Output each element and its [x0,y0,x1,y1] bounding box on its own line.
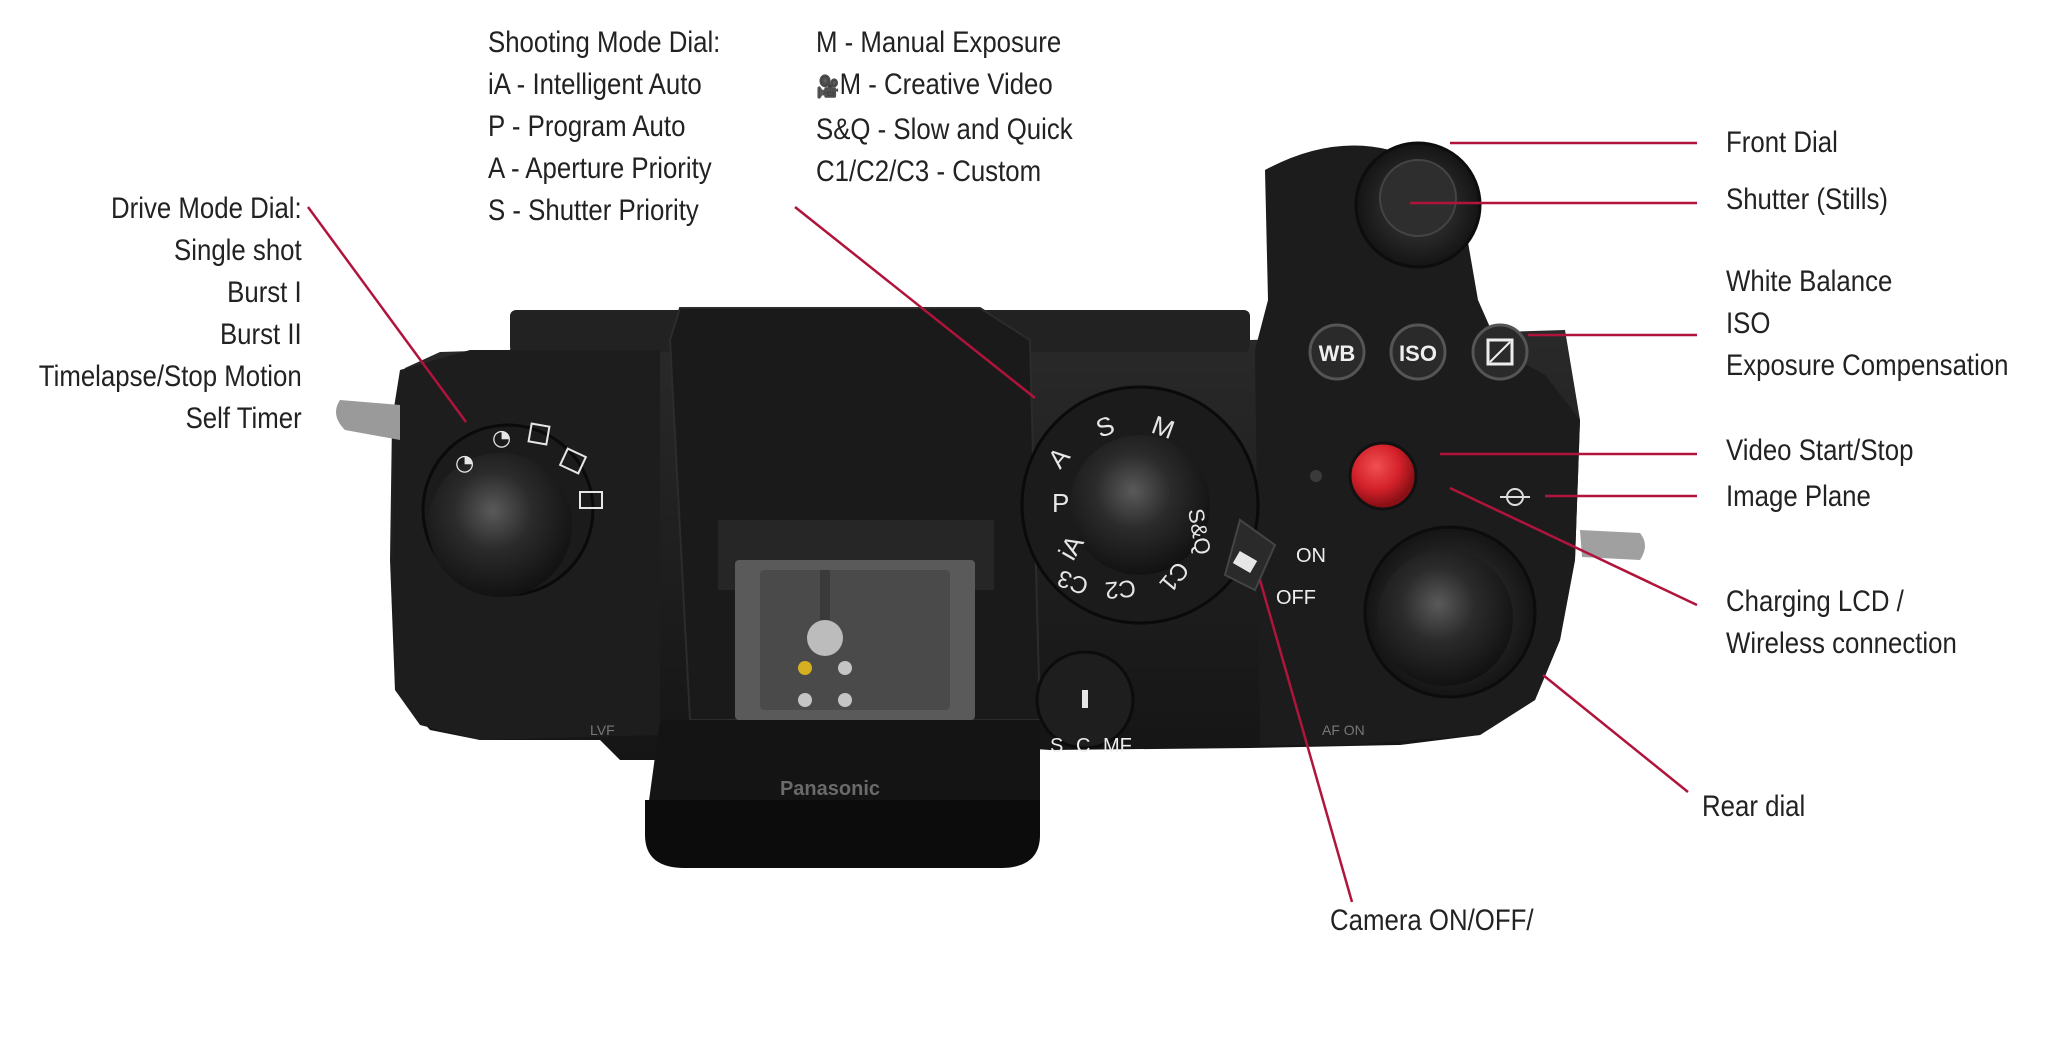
status-lamp [1310,470,1322,482]
drive-mode-burst2: Burst II [220,318,302,351]
focus-mode-s: S [1050,735,1063,757]
mode-mark-p: P [1052,488,1069,518]
creative-video-text: M - Creative Video [839,68,1053,101]
shooting-mode-sq: S&Q - Slow and Quick [816,113,1073,146]
drive-mode-burst1: Burst I [227,276,302,309]
shooting-mode-a: A - Aperture Priority [488,152,712,185]
iso-button[interactable] [1389,323,1447,381]
wb-button[interactable] [1308,323,1366,381]
power-label: Camera ON/OFF/ [1330,904,1534,937]
iso-label: ISO [1726,307,1771,340]
af-on-label: AF ON [1322,722,1365,738]
shooting-mode-col2: M - Manual Exposure 🎥M - Creative Video … [816,22,1073,193]
shooting-mode-s: S - Shutter Priority [488,194,699,227]
rear-dial-label: Rear dial [1702,790,1806,823]
drive-mode-timelapse: Timelapse/Stop Motion [39,360,302,393]
power-off-label: OFF [1276,587,1316,609]
image-plane-label: Image Plane [1726,480,1871,513]
power-on-label: ON [1296,545,1326,567]
drive-mark-burst2 [558,447,588,475]
brand-logo: Panasonic [780,778,880,800]
video-label: Video Start/Stop [1726,434,1914,467]
strap-lug-right [1580,530,1645,560]
charging-label: Charging LCD / Wireless connection [1726,581,1957,665]
wb-button-label: WB [1319,341,1356,366]
drive-mark-single [579,491,603,509]
exposure-comp-label: Exposure Compensation [1726,349,2009,382]
shooting-mode-custom: C1/C2/C3 - Custom [816,155,1042,188]
shooting-mode-creative-video: 🎥M - Creative Video [816,64,1073,109]
charging-label-line2: Wireless connection [1726,627,1957,660]
focus-mode-mf: MF [1103,735,1132,757]
power-switch[interactable] [1223,518,1277,592]
iso-button-label: ISO [1399,341,1437,366]
lvf-label: LVF [590,722,615,738]
drive-mode-single: Single shot [174,234,302,267]
shooting-mode-p: P - Program Auto [488,110,686,143]
movie-camera-icon: 🎥 [816,75,840,100]
drive-mark-timelapse: ◔ [492,426,511,451]
strap-lug-left [336,400,400,440]
mode-mark-c2: C2 [1104,574,1137,604]
video-record-button[interactable] [1348,441,1418,511]
white-balance-label: White Balance [1726,265,1893,298]
drive-mode-title: Drive Mode Dial: [111,192,302,225]
front-dial-label: Front Dial [1726,126,1838,159]
drive-mode-self-timer: Self Timer [185,402,302,435]
button-labels: White Balance ISO Exposure Compensation [1726,261,2009,387]
shooting-mode-m: M - Manual Exposure [816,26,1062,59]
shutter-label: Shutter (Stills) [1726,183,1889,216]
drive-mark-burst1 [527,422,551,446]
charging-label-line1: Charging LCD / [1726,585,1904,618]
drive-mark-timer: ◔ [455,451,474,476]
shooting-mode-title: Shooting Mode Dial: [488,26,721,59]
drive-mode-labels: Drive Mode Dial: Single shot Burst I Bur… [39,188,302,440]
focus-mode-c: C [1076,735,1090,757]
shooting-mode-ia: iA - Intelligent Auto [488,68,702,101]
exposure-comp-icon [1486,338,1514,366]
shutter-button[interactable] [1379,159,1457,237]
shooting-mode-col1: Shooting Mode Dial: iA - Intelligent Aut… [488,22,720,232]
